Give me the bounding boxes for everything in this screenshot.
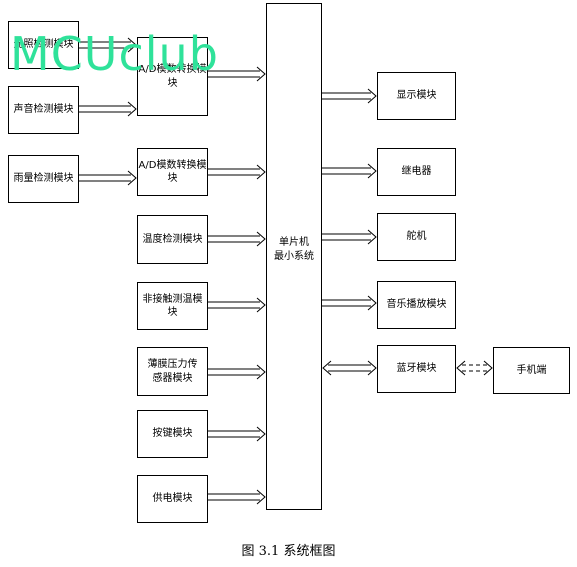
adc-module-2: A/D模数转换模块 [137, 148, 208, 196]
mcu-minimum-system [266, 3, 322, 510]
watermark-logo: MCUclub [10, 27, 219, 81]
arrow-pressure-to-mcu [208, 364, 266, 380]
arrow-adc2-to-mcu [208, 164, 266, 180]
servo-module-label: 舵机 [406, 231, 427, 243]
arrow-light-to-adc [79, 37, 137, 53]
phone-terminal-label: 手机端 [516, 364, 547, 376]
music-player-module-label: 音乐播放模块 [386, 299, 447, 311]
light-sensor-module: 光照检测模块 [8, 21, 79, 69]
display-module: 显示模块 [377, 72, 456, 120]
power-module-label: 供电模块 [152, 493, 193, 505]
music-player-module: 音乐播放模块 [377, 281, 456, 329]
figure-caption: 图 3.1 系统框图 [241, 544, 336, 559]
arrow-adc1-to-mcu [208, 66, 266, 82]
bluetooth-module-label: 蓝牙模块 [396, 363, 437, 375]
pressure-sensor-module: 薄膜压力传感器模块 [137, 347, 208, 396]
keys-module-label: 按键模块 [152, 428, 193, 440]
arrow-mcu-to-servo [322, 229, 377, 245]
arrow-keys-to-mcu [208, 426, 266, 442]
rain-sensor-label: 雨量检测模块 [13, 173, 74, 185]
arrow-sound-to-adc [79, 101, 137, 117]
sound-sensor-module: 声音检测模块 [8, 86, 79, 134]
rain-sensor-module: 雨量检测模块 [8, 155, 79, 203]
mcu-label-line1: 单片机 [279, 237, 309, 248]
ir-temperature-module-label: 非接触测温模块 [142, 293, 203, 319]
mcu-label: 单片机 最小系统 [266, 236, 322, 264]
power-module: 供电模块 [137, 475, 208, 523]
arrow-mcu-bluetooth-bidirectional [322, 360, 377, 376]
arrow-bluetooth-phone-heads [456, 360, 493, 376]
display-module-label: 显示模块 [396, 90, 437, 102]
arrow-mcu-to-relay [322, 163, 377, 179]
relay-module-label: 继电器 [401, 166, 432, 178]
ir-temperature-module: 非接触测温模块 [137, 282, 208, 330]
adc-module-1-label: A/D模数转换模块 [138, 64, 207, 89]
temperature-module: 温度检测模块 [137, 215, 208, 264]
temperature-module-label: 温度检测模块 [142, 233, 203, 245]
adc-module-2-label: A/D模数转换模块 [138, 159, 207, 185]
keys-module: 按键模块 [137, 410, 208, 458]
phone-terminal: 手机端 [493, 347, 570, 394]
arrow-mcu-to-music [322, 295, 377, 311]
pressure-sensor-module-label: 薄膜压力传感器模块 [147, 359, 198, 384]
arrow-temp-to-mcu [208, 231, 266, 247]
arrow-rain-to-adc [79, 170, 137, 186]
mcu-label-line2: 最小系统 [274, 251, 314, 262]
arrow-ir-temp-to-mcu [208, 297, 266, 313]
adc-module-1: A/D模数转换模块 [137, 37, 208, 116]
servo-module: 舵机 [377, 213, 456, 261]
sound-sensor-label: 声音检测模块 [13, 104, 74, 116]
arrow-mcu-to-display [322, 88, 377, 104]
light-sensor-label: 光照检测模块 [13, 39, 74, 51]
arrow-power-to-mcu [208, 489, 266, 505]
arrow-bluetooth-phone-dashed [462, 364, 487, 372]
bluetooth-module: 蓝牙模块 [377, 345, 456, 393]
relay-module: 继电器 [377, 148, 456, 196]
